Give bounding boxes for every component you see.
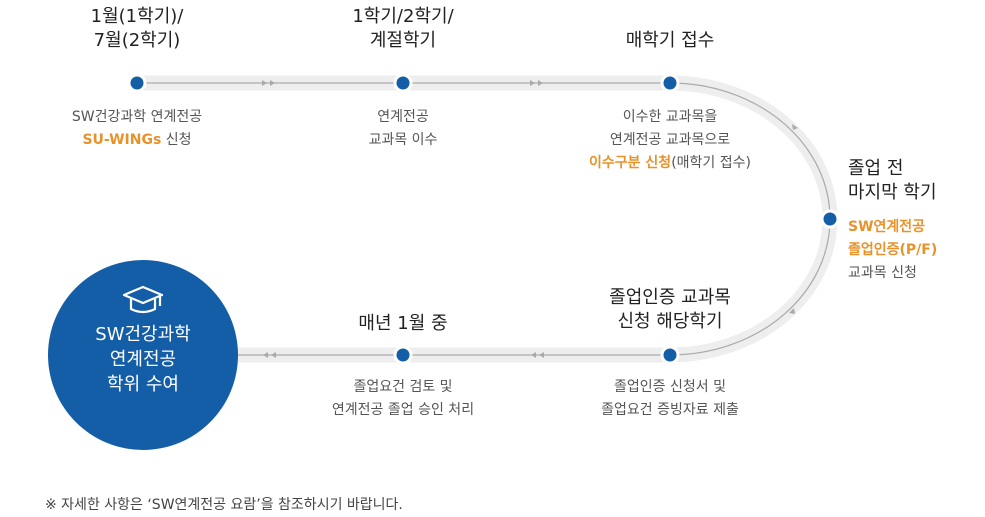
step3-title: 매학기 접수 — [625, 30, 715, 51]
step1-title: 1월(1학기)/7월(2학기) — [90, 6, 184, 51]
step-dots — [127, 73, 840, 365]
final-line: 학위 수여 — [107, 374, 179, 395]
arrow-icons — [262, 80, 798, 358]
step6-title: 매년 1월 중 — [358, 313, 448, 334]
final-line: 연계전공 — [109, 349, 177, 370]
footer-note: ※ 자세한 사항은 ‘SW연계전공 요람’을 참조하시기 바랍니다. — [45, 497, 403, 513]
degree-award-circle: SW건강과학 연계전공 학위 수여 — [48, 260, 238, 450]
step2-title: 1학기/2학기/계절학기 — [352, 6, 454, 51]
final-line: SW건강과학 — [95, 324, 191, 345]
graduation-cap-icon — [122, 285, 164, 314]
